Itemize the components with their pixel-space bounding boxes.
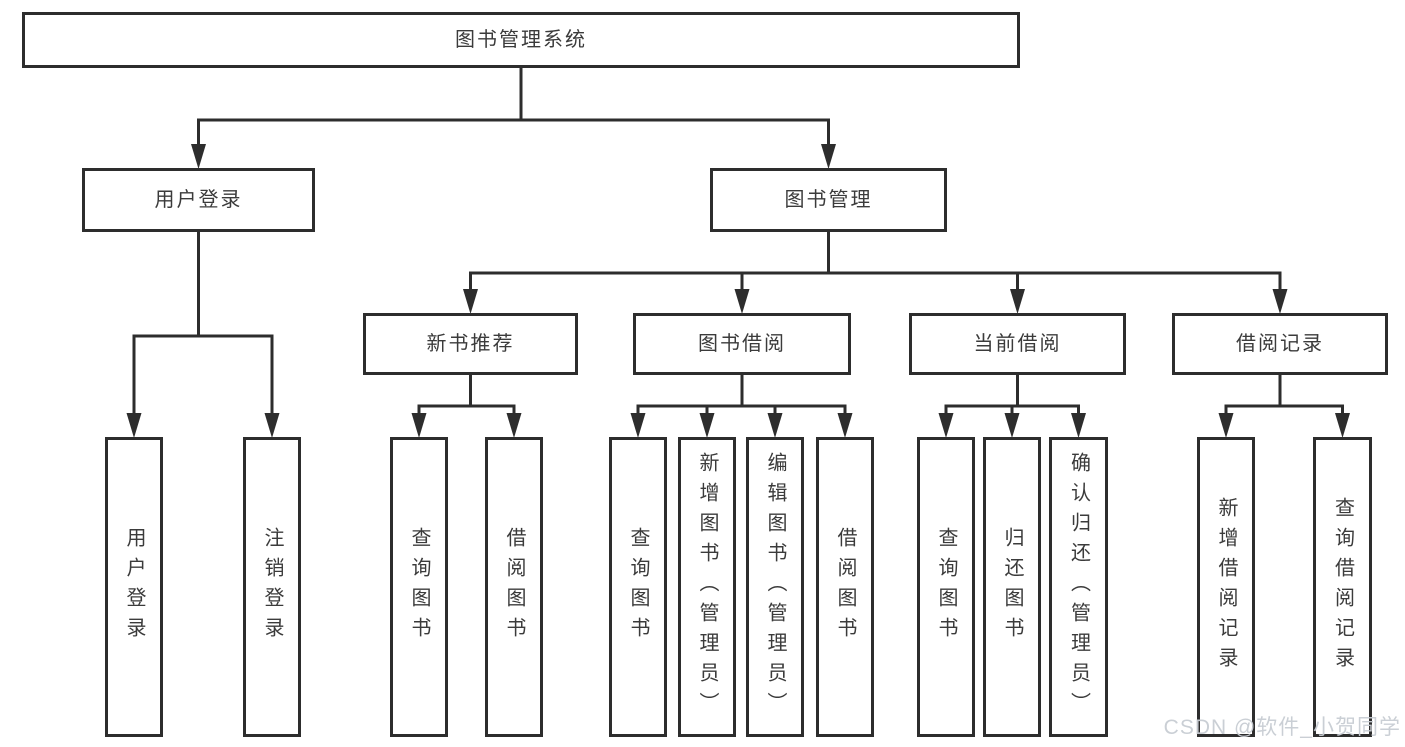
node-label-current-borrow: 当前借阅 bbox=[973, 333, 1062, 355]
arrowhead-login bbox=[126, 413, 142, 438]
node-bb-edit-books: 编辑图书（管理员） bbox=[746, 437, 804, 737]
edge-from-book-borrow bbox=[636, 373, 847, 421]
node-label-book-borrow: 图书借阅 bbox=[698, 333, 786, 355]
arrowhead-cb-return-books bbox=[1004, 413, 1020, 438]
node-cb-return-books: 归还图书 bbox=[983, 437, 1041, 737]
node-label-nb-borrow-books: 借阅图书 bbox=[503, 527, 525, 647]
node-label-book-mgmt: 图书管理 bbox=[784, 189, 873, 211]
arrowhead-logout bbox=[264, 413, 280, 438]
node-nb-query-books: 查询图书 bbox=[390, 437, 448, 737]
watermark-text: CSDN @软件_小贺同学 bbox=[1163, 716, 1401, 739]
arrowhead-cb-query-books bbox=[938, 413, 954, 438]
arrowhead-nb-borrow-books bbox=[506, 413, 522, 438]
edge-from-system bbox=[197, 66, 830, 152]
node-label-login: 用户登录 bbox=[123, 527, 145, 647]
node-label-cb-confirm-return: 确认归还（管理员） bbox=[1067, 452, 1090, 722]
arrowhead-bb-edit-books bbox=[767, 413, 783, 438]
node-label-user-login: 用户登录 bbox=[154, 189, 243, 211]
node-label-br-query-record: 查询借阅记录 bbox=[1331, 497, 1354, 677]
arrowhead-book-mgmt bbox=[821, 144, 836, 169]
node-nb-borrow-books: 借阅图书 bbox=[485, 437, 543, 737]
node-label-logout: 注销登录 bbox=[261, 527, 283, 647]
node-label-cb-return-books: 归还图书 bbox=[1001, 527, 1023, 647]
node-book-borrow: 图书借阅 bbox=[633, 313, 851, 375]
edge-from-new-books bbox=[417, 373, 516, 421]
node-login: 用户登录 bbox=[105, 437, 163, 737]
arrowhead-nb-query-books bbox=[411, 413, 427, 438]
arrowhead-borrow-records bbox=[1272, 289, 1288, 314]
node-label-system: 图书管理系统 bbox=[455, 29, 587, 51]
node-label-borrow-records: 借阅记录 bbox=[1236, 333, 1324, 355]
node-user-login: 用户登录 bbox=[82, 168, 315, 232]
node-bb-query-books: 查询图书 bbox=[609, 437, 667, 737]
node-label-new-books: 新书推荐 bbox=[426, 333, 515, 355]
node-new-books: 新书推荐 bbox=[363, 313, 578, 375]
arrowhead-book-borrow bbox=[734, 289, 750, 314]
node-label-bb-borrow-books: 借阅图书 bbox=[834, 527, 856, 647]
node-label-br-add-record: 新增借阅记录 bbox=[1215, 497, 1237, 677]
edge-from-user-login bbox=[132, 230, 274, 421]
node-book-mgmt: 图书管理 bbox=[710, 168, 947, 232]
edge-from-borrow-records bbox=[1224, 373, 1344, 421]
edge-from-book-mgmt bbox=[469, 230, 1282, 297]
arrowhead-bb-query-books bbox=[630, 413, 646, 438]
edge-from-current-borrow bbox=[944, 373, 1080, 421]
node-cb-confirm-return: 确认归还（管理员） bbox=[1049, 437, 1108, 737]
arrowhead-user-login bbox=[191, 144, 206, 169]
arrowhead-bb-borrow-books bbox=[837, 413, 853, 438]
arrowhead-new-books bbox=[463, 289, 478, 314]
node-current-borrow: 当前借阅 bbox=[909, 313, 1126, 375]
node-br-query-record: 查询借阅记录 bbox=[1313, 437, 1372, 737]
node-label-bb-query-books: 查询图书 bbox=[627, 527, 649, 647]
node-label-nb-query-books: 查询图书 bbox=[408, 527, 430, 647]
arrowhead-br-add-record bbox=[1218, 413, 1234, 438]
node-br-add-record: 新增借阅记录 bbox=[1197, 437, 1255, 737]
node-bb-add-books: 新增图书（管理员） bbox=[678, 437, 736, 737]
node-bb-borrow-books: 借阅图书 bbox=[816, 437, 874, 737]
watermark: CSDN @软件_小贺同学 bbox=[1164, 711, 1401, 741]
node-label-bb-add-books: 新增图书（管理员） bbox=[696, 452, 718, 722]
node-system: 图书管理系统 bbox=[22, 12, 1020, 68]
node-borrow-records: 借阅记录 bbox=[1172, 313, 1388, 375]
node-cb-query-books: 查询图书 bbox=[917, 437, 975, 737]
node-logout: 注销登录 bbox=[243, 437, 301, 737]
arrowhead-bb-add-books bbox=[699, 413, 715, 438]
node-label-bb-edit-books: 编辑图书（管理员） bbox=[764, 452, 786, 722]
arrowhead-br-query-record bbox=[1335, 413, 1350, 438]
arrowhead-current-borrow bbox=[1010, 289, 1025, 314]
node-label-cb-query-books: 查询图书 bbox=[935, 527, 957, 647]
arrowhead-cb-confirm-return bbox=[1071, 413, 1086, 438]
